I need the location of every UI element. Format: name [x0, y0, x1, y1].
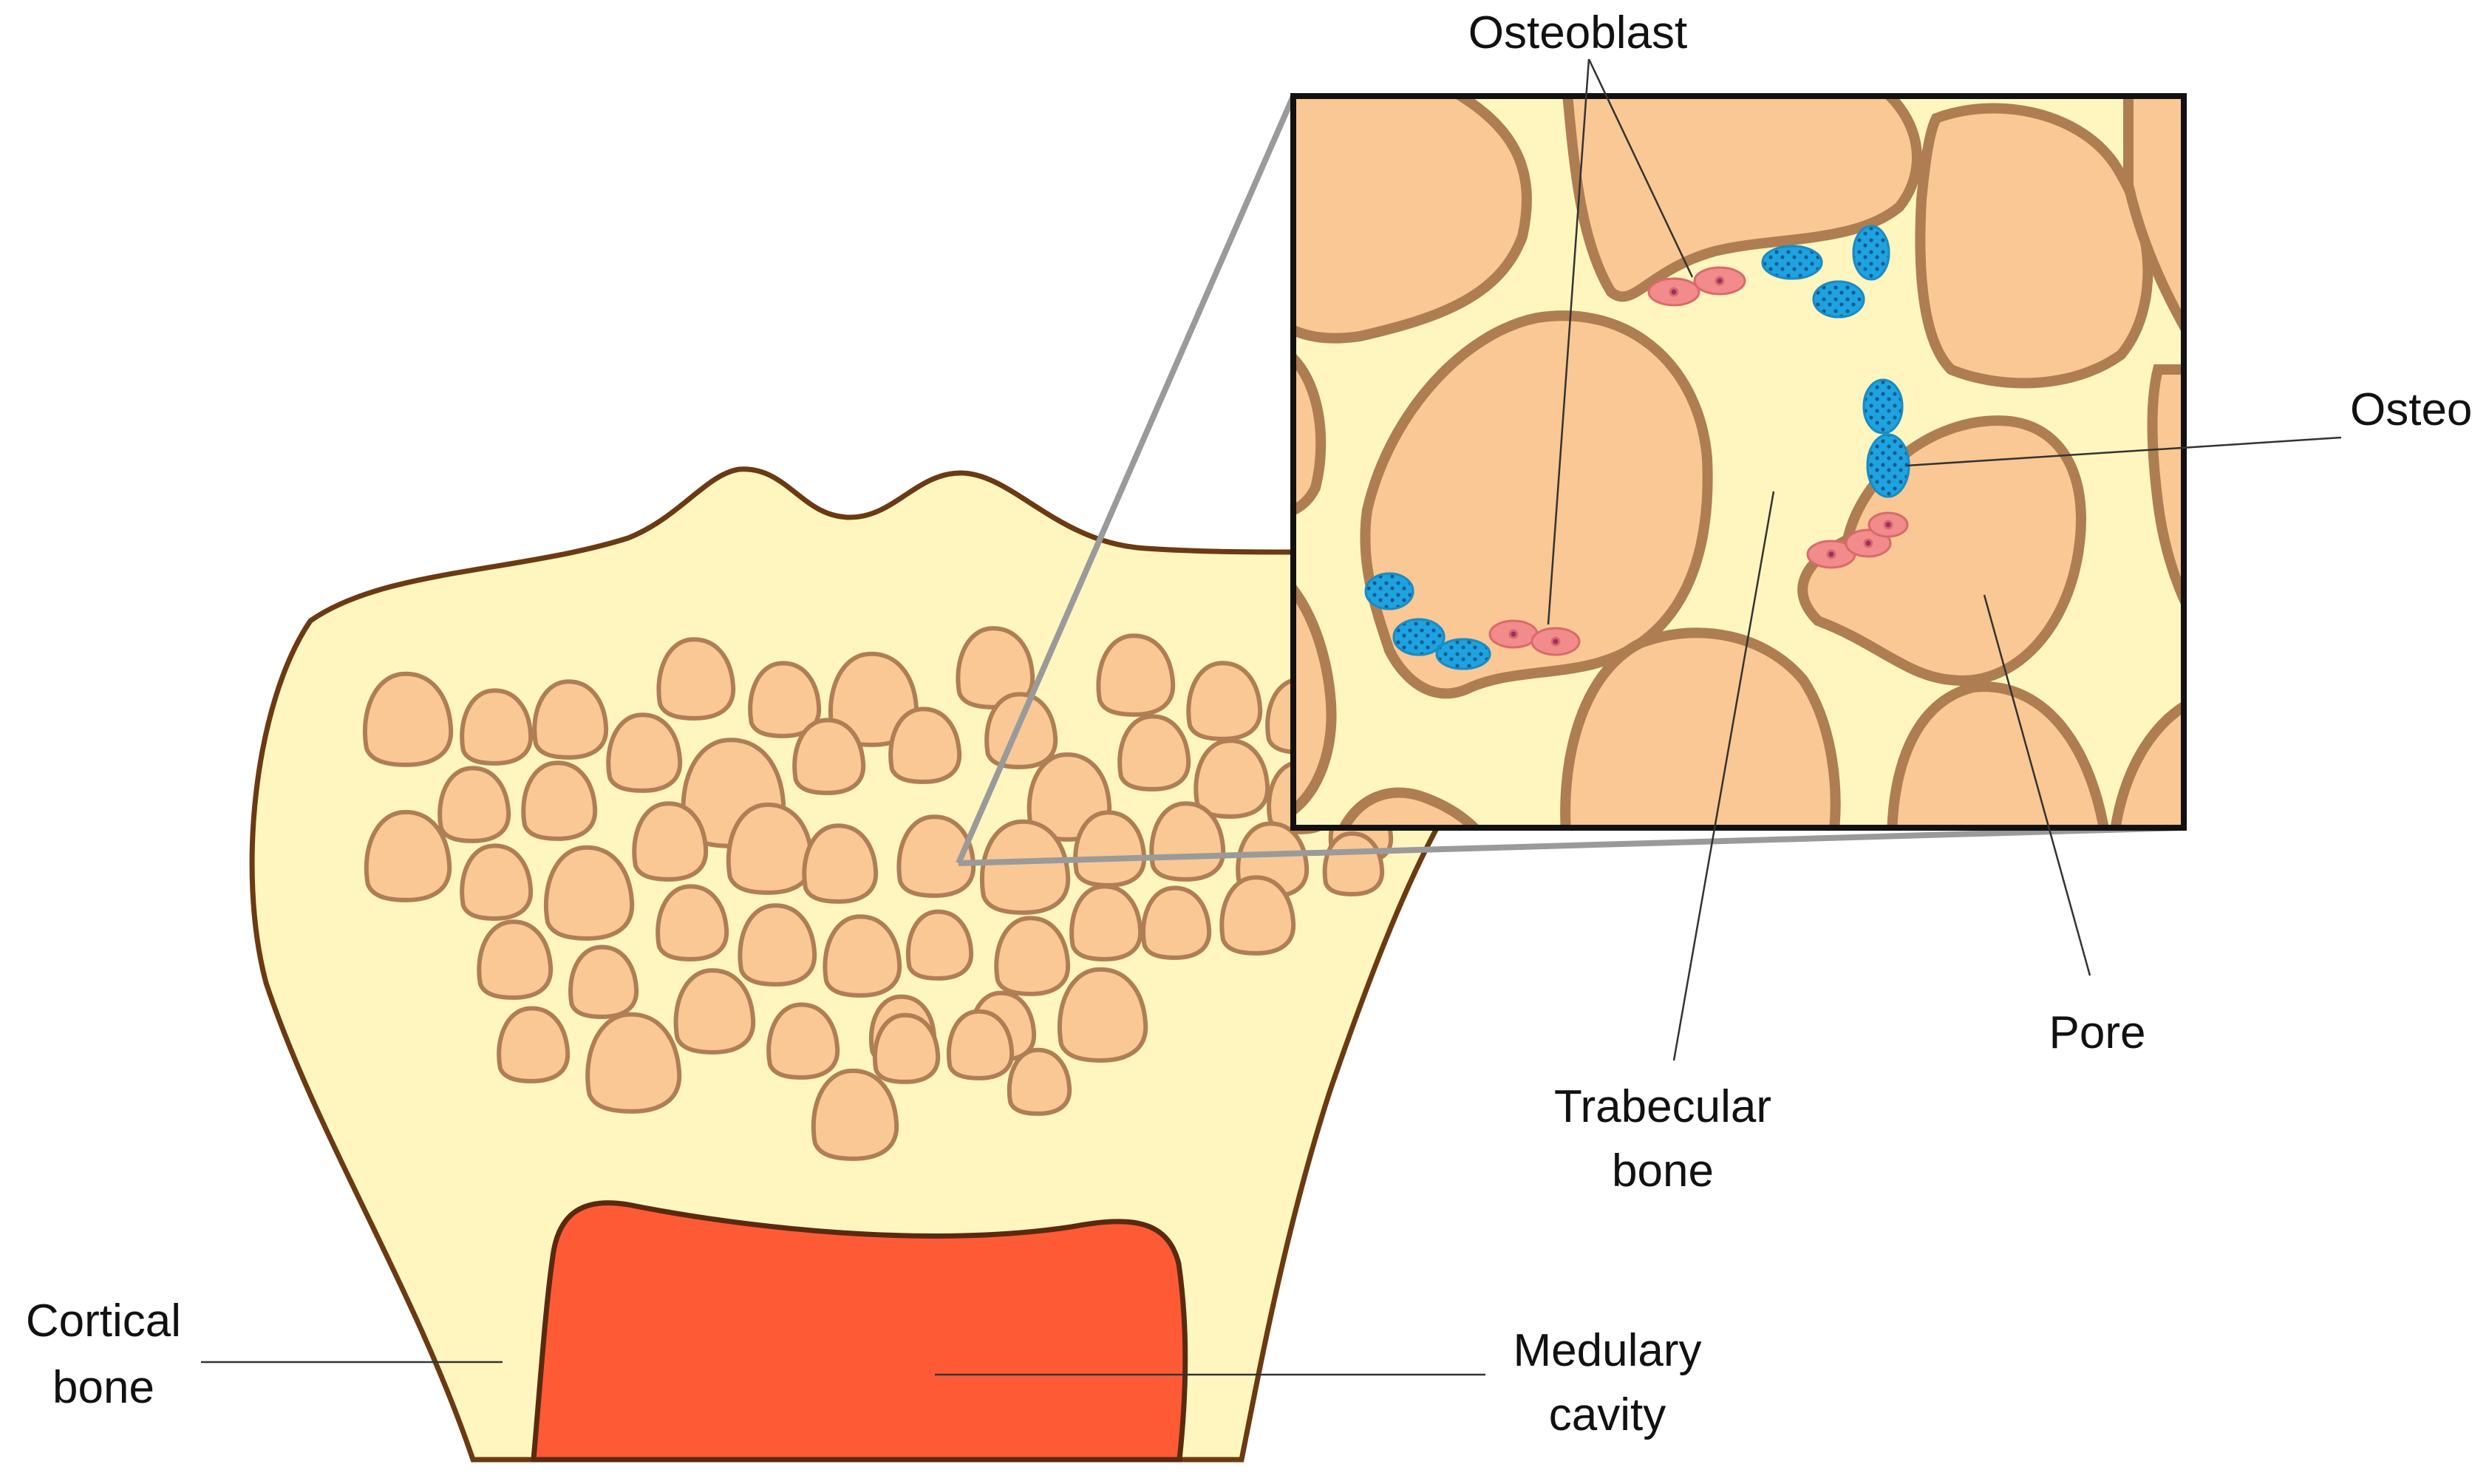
leader-osteoblast [1587, 58, 1694, 278]
trabecular-pore [748, 661, 822, 738]
medullary-cavity-shape [531, 1200, 1188, 1463]
leader-osteoblast [1547, 58, 1590, 625]
trabecular-pore [521, 760, 598, 841]
osteoclast-cell [1862, 378, 1904, 435]
trabecular-pore [823, 914, 902, 998]
zoom-connector [956, 95, 2185, 866]
trabecular-pore [532, 679, 609, 760]
trabecular-pore [1322, 831, 1385, 896]
label-cortical-line1: Cortical [26, 1296, 181, 1347]
trabecular-pore [460, 843, 534, 921]
leader-trabecular [1672, 491, 1775, 1061]
trabecular-pore [979, 819, 1071, 915]
label-osteoblast: Osteoblast [1468, 7, 1687, 58]
trabecular-pore [888, 707, 962, 784]
inset-pore [1887, 681, 2109, 828]
trabecular-pore [656, 884, 729, 961]
label-pore: Pore [2049, 1007, 2146, 1058]
osteoblast-cell [1488, 619, 1539, 649]
osteoblast-cell [1647, 277, 1700, 307]
trabecular-pore [1186, 661, 1263, 741]
trabecular-pore [1007, 1047, 1072, 1116]
trabecular-pore [497, 1006, 571, 1083]
trabecular-pore [460, 688, 534, 766]
label-trabecular-line1: Trabecular [1554, 1081, 1771, 1132]
inset-pore [1797, 415, 2086, 686]
osteoclast-cell [1866, 433, 1910, 498]
osteoclast-cell [1852, 225, 1890, 281]
trabecular-pore [896, 814, 976, 898]
leader-lines [201, 58, 2342, 1376]
trabecular-pore [956, 626, 1035, 709]
trabecular-pore [1219, 875, 1296, 956]
trabecular-pore [1069, 884, 1143, 961]
label-medulary-line1: Medulary [1513, 1325, 1702, 1376]
trabecular-pore [994, 916, 1071, 996]
label-cortical-line2: bone [52, 1362, 154, 1413]
trabecular-pore [905, 909, 974, 981]
trabecular-pore [656, 637, 736, 721]
trabecular-pore [568, 944, 639, 1019]
trabecular-pore [872, 1012, 941, 1084]
trabecular-pore [1057, 967, 1148, 1063]
trabecular-pore [738, 903, 817, 987]
trabecular-pore [828, 651, 919, 747]
trabecular-pore [766, 1002, 840, 1080]
trabecular-pore [543, 845, 635, 941]
trabecular-pore [1073, 810, 1147, 888]
trabecular-pore [364, 810, 452, 902]
trabecular-pore [437, 766, 511, 843]
trabecular-pore [1194, 738, 1270, 819]
inset-pore [1293, 581, 1337, 817]
osteoblast-cell [1867, 511, 1909, 538]
label-medulary-line2: cavity [1549, 1389, 1666, 1440]
osteoblast-cells [1488, 266, 1909, 656]
osteoblast-cell [1693, 266, 1746, 296]
trabecular-pore [1096, 633, 1176, 717]
inset-pore [1560, 627, 1841, 828]
trabecular-pore [1117, 714, 1191, 792]
leader-pore [1983, 594, 2091, 976]
trabecular-pore [673, 968, 756, 1055]
trabecular-pore [477, 919, 554, 1000]
inset-pore [1915, 103, 2153, 389]
osteoclast-cell [1392, 618, 1446, 656]
trabecular-pore [606, 712, 683, 793]
trabecular-pore [726, 803, 814, 895]
leader-osteoclast [1906, 436, 2342, 467]
zoom-inset-frame [1290, 93, 2187, 831]
inset-pore [2110, 700, 2184, 828]
osteoclast-cell [1435, 638, 1491, 670]
label-osteoclast: Osteoclast [2350, 384, 2472, 435]
trabecular-pore [984, 692, 1058, 769]
trabecular-pore [632, 801, 709, 882]
trabecular-pore [946, 1009, 1015, 1080]
osteoblast-cell [1530, 627, 1581, 656]
inset-pore [1360, 310, 1713, 699]
inset-pore [1562, 96, 1922, 302]
inset-pore [2123, 96, 2184, 336]
trabecular-pore [1149, 801, 1226, 882]
inset-pore [1338, 787, 1482, 828]
osteoclast-cell [1364, 572, 1414, 610]
osteoblast-cell [1845, 528, 1892, 558]
zoom-inset [1293, 96, 2184, 828]
trabecular-pore [802, 823, 879, 904]
inset-pore [2147, 364, 2184, 611]
osteoclast-cell [1812, 280, 1865, 319]
trabecular-pore [1141, 885, 1212, 960]
inset-pore [1293, 96, 1532, 344]
trabecular-pore [811, 1069, 899, 1161]
trabecular-pores [362, 626, 1405, 1161]
trabecular-pore [792, 718, 866, 795]
trabecular-pore [585, 1012, 682, 1114]
trabecular-pore [362, 671, 454, 767]
label-trabecular-line2: bone [1612, 1146, 1714, 1197]
osteoclast-cell [1761, 245, 1823, 280]
osteoclast-cells [1364, 225, 1910, 670]
